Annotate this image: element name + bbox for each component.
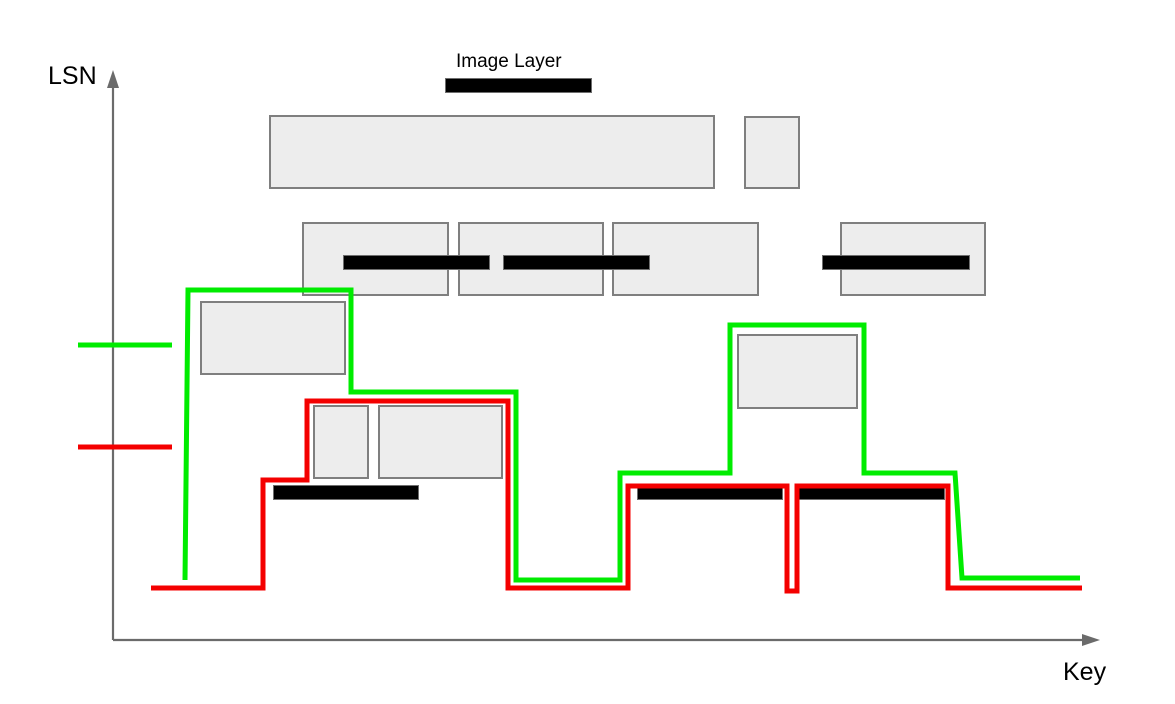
delta-layer-box bbox=[269, 115, 715, 189]
y-axis-label: LSN bbox=[48, 62, 97, 90]
delta-layer-box bbox=[737, 334, 858, 409]
delta-layer-box bbox=[313, 405, 369, 479]
x-axis-arrowhead bbox=[1082, 634, 1100, 646]
y-axis-arrowhead bbox=[107, 70, 119, 88]
delta-layer-box bbox=[744, 116, 800, 189]
delta-layer-box bbox=[200, 301, 346, 375]
image-layer-bar bbox=[822, 255, 970, 270]
image-layer-bar bbox=[273, 485, 419, 500]
axes-group bbox=[107, 70, 1100, 646]
lsn-tick-group bbox=[78, 342, 172, 450]
green-branch-boundary-line bbox=[182, 287, 1080, 583]
red-branch-boundary-line bbox=[151, 398, 1082, 594]
image-layer-caption: Image Layer bbox=[456, 51, 562, 72]
image-layer-bar bbox=[445, 78, 592, 93]
image-layer-bar bbox=[343, 255, 490, 270]
image-layer-bar bbox=[503, 255, 650, 270]
delta-layer-box bbox=[378, 405, 503, 479]
x-axis-label: Key bbox=[1063, 658, 1107, 686]
